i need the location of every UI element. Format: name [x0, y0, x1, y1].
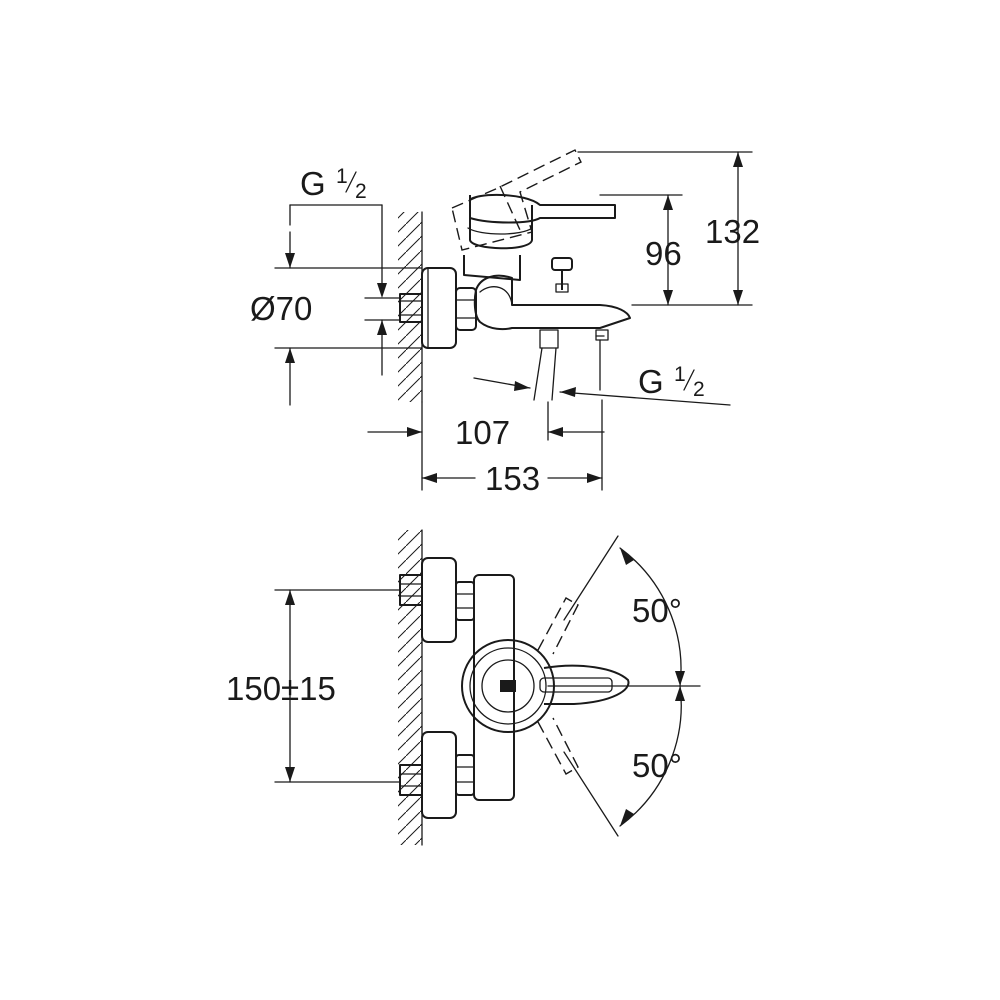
dim-depth-107: 107 — [367, 377, 605, 491]
angle-lines: 50° 50° — [547, 535, 701, 837]
dim-thread-bottom: G 1 2 — [559, 339, 731, 406]
inlet-nut — [399, 293, 423, 323]
lever-handle — [469, 193, 616, 224]
spacing-label: 150±15 — [226, 670, 336, 707]
front-view: 50° 50° 150±15 — [226, 529, 701, 846]
mixer-body — [463, 195, 631, 331]
depth-107-label: 107 — [455, 414, 510, 451]
depth-153-label: 153 — [485, 460, 540, 497]
lever-raised-position — [451, 149, 582, 251]
thread-top-den: 2 — [355, 180, 367, 203]
dim-thread-top: G 1 2 — [285, 165, 387, 298]
height-132-label: 132 — [705, 213, 760, 250]
thread-top-num: 1 — [336, 165, 348, 188]
height-96-label: 96 — [645, 235, 682, 272]
spout-outlet — [595, 329, 609, 341]
dim-height-96: 96 — [599, 194, 753, 306]
hex-connector — [455, 287, 477, 331]
thread-bottom-g: G — [638, 363, 664, 400]
dim-diameter: Ø70 — [250, 267, 423, 406]
dim-height-132: 132 — [577, 151, 760, 306]
wall-section-bottom — [398, 529, 423, 846]
lever-front — [539, 664, 630, 705]
angle-top-label: 50° — [632, 592, 682, 629]
wall-section-top — [398, 211, 423, 403]
diverter-knob — [551, 257, 573, 293]
side-view: G 1 2 Ø70 96 — [250, 149, 760, 497]
angle-bottom-label: 50° — [632, 747, 682, 784]
lever-rotated-positions — [537, 597, 579, 775]
dim-spacing: 150±15 — [226, 589, 401, 783]
thread-bottom-num: 1 — [674, 363, 686, 386]
shower-outlet — [533, 329, 559, 401]
dim-depth-153: 153 — [421, 399, 603, 497]
thread-bottom-den: 2 — [693, 378, 705, 401]
thread-top-g: G — [300, 165, 326, 202]
diameter-label: Ø70 — [250, 290, 312, 327]
wall-flange — [421, 267, 457, 349]
